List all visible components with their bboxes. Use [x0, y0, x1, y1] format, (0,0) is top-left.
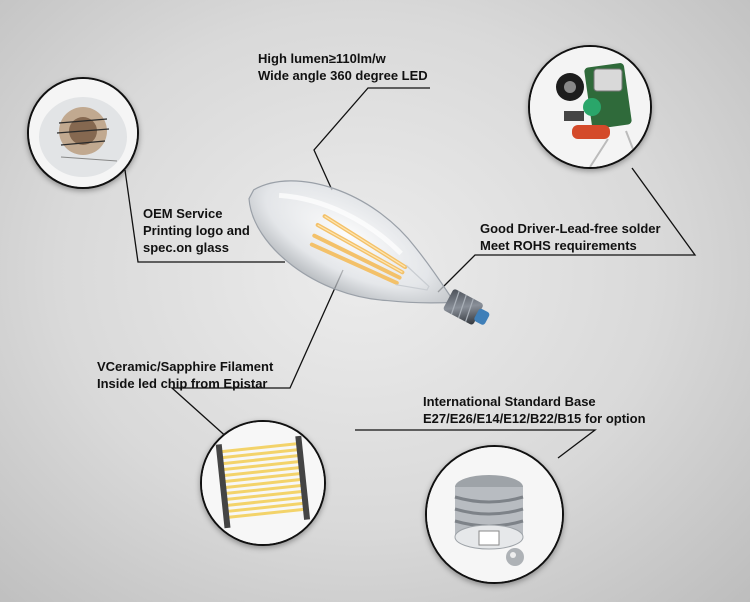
driver-line — [437, 167, 697, 293]
filament-line — [170, 269, 344, 441]
glass-print-detail-icon — [29, 79, 137, 187]
lumen-line — [313, 87, 430, 191]
lumen-label: High lumen≥110lm/w Wide angle 360 degree… — [258, 50, 428, 84]
driver-label: Good Driver-Lead-free solder Meet ROHS r… — [480, 220, 661, 254]
filament-label: VCeramic/Sapphire Filament Inside led ch… — [97, 358, 273, 392]
base-line1: International Standard Base — [423, 394, 596, 409]
filament-line2: Inside led chip from Epistar — [97, 376, 268, 391]
lumen-line1: High lumen≥110lm/w — [258, 51, 386, 66]
driver-board-icon — [530, 47, 650, 167]
oem-line1: OEM Service — [143, 206, 223, 221]
base-line2: E27/E26/E14/E12/B22/B15 for option — [423, 411, 646, 426]
oem-line3: spec.on glass — [143, 240, 229, 255]
lumen-line2: Wide angle 360 degree LED — [258, 68, 428, 83]
oem-label: OEM Service Printing logo and spec.on gl… — [143, 205, 250, 256]
oem-line2: Printing logo and — [143, 223, 250, 238]
driver-board-circle — [528, 45, 652, 169]
driver-line2: Meet ROHS requirements — [480, 238, 637, 253]
filament-strips-icon — [202, 422, 324, 544]
lamp-base-circle — [425, 445, 564, 584]
lamp-base-icon — [427, 447, 562, 582]
base-label: International Standard Base E27/E26/E14/… — [423, 393, 646, 427]
oem-line — [124, 169, 285, 263]
driver-line1: Good Driver-Lead-free solder — [480, 221, 661, 236]
glass-print-circle — [27, 77, 139, 189]
filament-line1: VCeramic/Sapphire Filament — [97, 359, 274, 374]
candle-led-bulb-icon — [248, 180, 490, 325]
filament-circle — [200, 420, 326, 546]
base-line — [355, 429, 597, 459]
